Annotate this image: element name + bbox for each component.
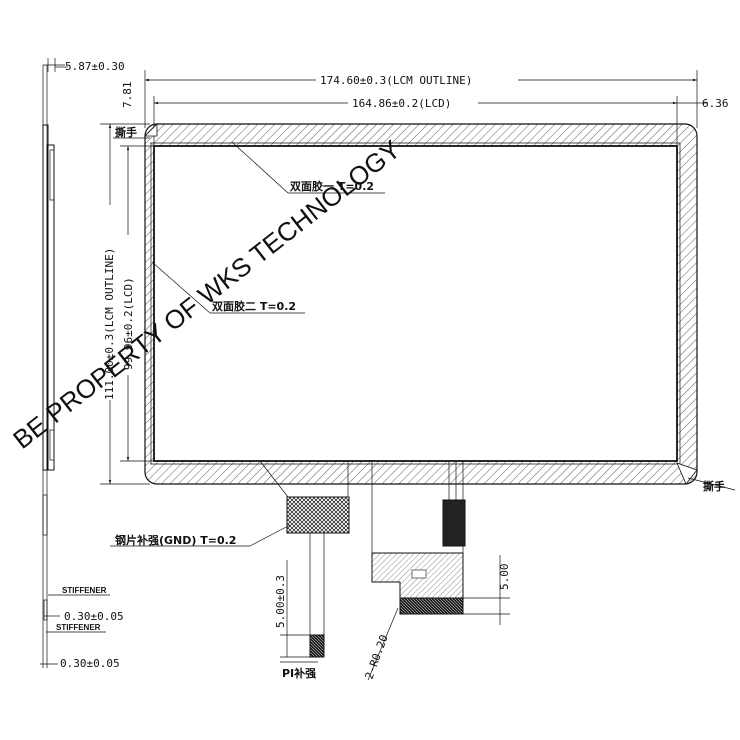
- corner-radius-label: 2-R0.20: [363, 633, 391, 681]
- pi-stiffener: [309, 634, 325, 658]
- stiffener-thickness-2: 0.30±0.05: [60, 657, 120, 670]
- tape-1-callout: 双面胶一 T=0.2: [231, 141, 385, 194]
- thickness-dimension: 5.87±0.30: [55, 60, 125, 73]
- tear-tab-bottom-right: [676, 462, 698, 485]
- pi-stiffener-callout: PI补强: [280, 661, 318, 680]
- tear-tab-right-label: 撕手: [703, 479, 725, 493]
- side-view-glass: [42, 124, 49, 471]
- lcm-width-dimension: 174.60±0.3(LCM OUTLINE): [144, 70, 698, 128]
- top-margin-dimension: 7.81: [121, 82, 134, 109]
- side-view-fpc: [42, 494, 48, 536]
- stiffener-callout-1: STIFFENER 0.30±0.05: [44, 586, 124, 623]
- tear-tab-top-left: [144, 123, 158, 137]
- tail-length-dimension: 5.00±0.3: [274, 560, 310, 658]
- tear-tab-right-callout: 撕手: [687, 477, 736, 493]
- lcd-height-label: 99.96±0.2(LCD): [122, 277, 135, 370]
- lcm-height-dimension: 111.00±0.3(LCM OUTLINE): [100, 123, 150, 485]
- connector-length-dimension: 5.00: [463, 555, 511, 625]
- lcd-active-area: [153, 145, 678, 462]
- tear-tab-left-label: 撕手: [115, 125, 137, 139]
- connector-length-label: 5.00: [498, 564, 511, 591]
- corner-radius-callout: 2-R0.20: [363, 607, 399, 681]
- lcm-width-label: 174.60±0.3(LCM OUTLINE): [320, 74, 472, 87]
- top-margin-label: 7.81: [121, 82, 134, 109]
- pi-stiffener-label: PI补强: [282, 666, 316, 680]
- fpc-connector-contacts: [399, 597, 464, 615]
- lcd-height-dimension: 99.96±0.2(LCD): [120, 145, 156, 462]
- thickness-label: 5.87±0.30: [65, 60, 125, 73]
- fpc-tail-right: [371, 461, 466, 615]
- right-margin-dimension: 6.36: [677, 97, 729, 110]
- lcd-width-label: 164.86±0.2(LCD): [352, 97, 451, 110]
- tear-tab-left-callout: 撕手: [113, 125, 150, 139]
- tape-2-callout: 双面胶二 T=0.2: [151, 261, 305, 314]
- side-view: [42, 58, 65, 668]
- tail-length-label: 5.00±0.3: [274, 575, 287, 628]
- tape-1-label: 双面胶一 T=0.2: [290, 179, 374, 193]
- tape-2-label: 双面胶二 T=0.2: [212, 299, 296, 313]
- steel-stiffener-callout: 钢片补强(GND) T=0.2: [110, 524, 291, 547]
- steel-stiffener: [286, 496, 350, 534]
- right-margin-label: 6.36: [702, 97, 729, 110]
- lcm-height-label: 111.00±0.3(LCM OUTLINE): [103, 248, 116, 400]
- lcm-front-view: [144, 123, 698, 485]
- connector-stiffener: [442, 499, 466, 547]
- stiffener-label-1: STIFFENER: [62, 586, 107, 595]
- stiffener-thickness-1: 0.30±0.05: [64, 610, 124, 623]
- side-view-lcd: [46, 144, 55, 471]
- fpc-tail-left: [259, 460, 350, 658]
- lcd-width-dimension: 164.86±0.2(LCD): [153, 95, 678, 146]
- steel-stiffener-label: 钢片补强(GND) T=0.2: [115, 533, 236, 547]
- stiffener-callout-2: STIFFENER 0.30±0.05: [40, 623, 120, 670]
- stiffener-label-2: STIFFENER: [56, 623, 101, 632]
